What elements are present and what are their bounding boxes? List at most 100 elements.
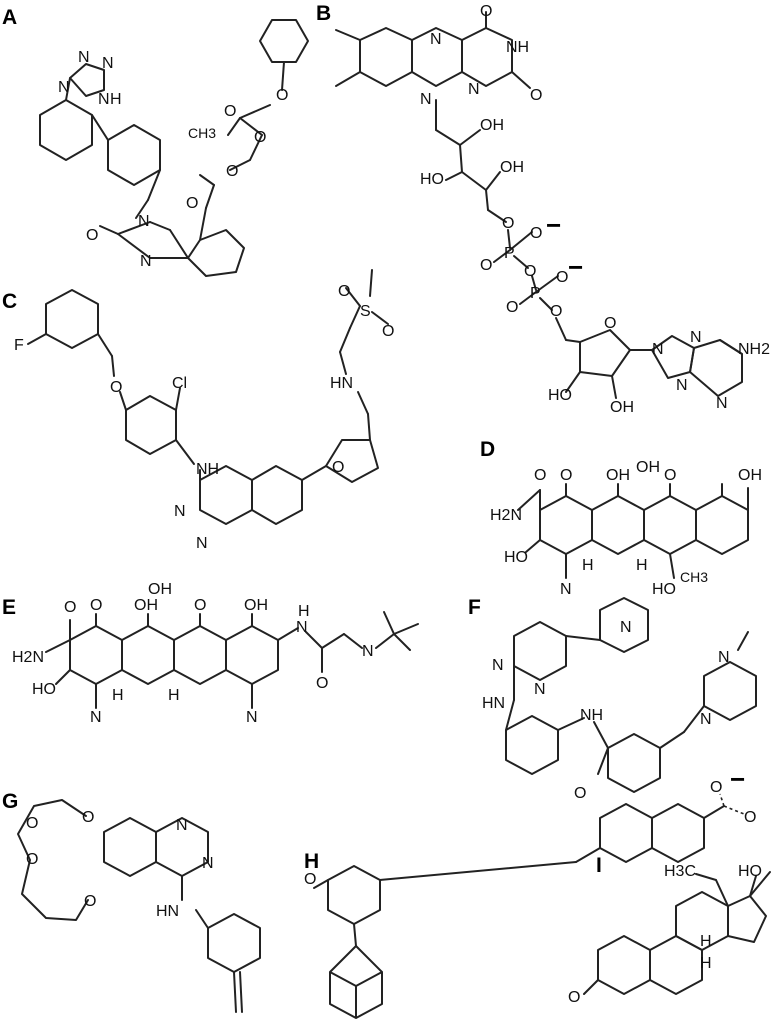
atom-label: N: [176, 817, 188, 834]
atom-label: OH: [500, 159, 524, 176]
atom-label: O: [524, 263, 536, 280]
atom-label: N: [202, 855, 214, 872]
atom-label: O: [338, 283, 350, 300]
charge-label: −: [546, 210, 561, 240]
atom-label: OH: [134, 597, 158, 614]
atom-label: O: [82, 809, 94, 826]
atom-label: O: [64, 599, 76, 616]
panel-c-label: C: [2, 290, 17, 313]
atom-label: O: [316, 675, 328, 692]
panel-b-label: B: [316, 2, 331, 25]
atom-label: H2N: [12, 649, 44, 666]
atom-label: N: [620, 619, 632, 636]
atom-label: N: [174, 503, 186, 520]
atom-label: N: [676, 377, 688, 394]
atom-label: N: [718, 649, 730, 666]
atom-label: O: [710, 779, 722, 796]
atom-label: O: [568, 989, 580, 1006]
atom-label: HN: [482, 695, 505, 712]
atom-label: H: [582, 557, 594, 574]
atom-label: HO: [738, 863, 762, 880]
atom-label: OH: [738, 467, 762, 484]
atom-label: S: [360, 303, 371, 320]
atom-label: N: [296, 619, 308, 636]
atom-label: N: [140, 253, 152, 270]
atom-label: O: [86, 227, 98, 244]
atom-label: OH: [244, 597, 268, 614]
atom-label: O: [480, 3, 492, 20]
panel-f-label: F: [468, 596, 481, 619]
atom-label: N: [560, 581, 572, 598]
atom-label: F: [14, 337, 24, 354]
atom-label: N: [492, 657, 504, 674]
panel-g-label: G: [2, 790, 18, 813]
atom-label: NH2: [738, 341, 770, 358]
panel-b-structure: B: [316, 2, 770, 416]
atom-label: O: [226, 163, 238, 180]
atom-label: NH: [580, 707, 603, 724]
panel-i-structure: I H3C HO H H O: [568, 854, 771, 1006]
panel-e-label: E: [2, 596, 16, 619]
atom-label: O: [744, 809, 756, 826]
charge-label: −: [568, 252, 583, 282]
atom-label: NH: [196, 461, 219, 478]
panel-e-structure: E O O OH OH O OH H2N HO H H N N N: [2, 581, 419, 726]
atom-label: O: [90, 597, 102, 614]
panel-a-label: A: [2, 6, 17, 29]
atom-label: O: [382, 323, 394, 340]
atom-label: O: [664, 467, 676, 484]
atom-label: H: [112, 687, 124, 704]
panel-a-structure: A N N N N H O O O: [2, 6, 309, 277]
atom-label: H: [700, 955, 712, 972]
atom-label: O: [276, 87, 288, 104]
atom-label: O: [556, 269, 568, 286]
atom-label: HO: [420, 171, 444, 188]
panel-f-structure: F N N N N N HN NH O: [468, 596, 757, 802]
atom-label: P: [530, 285, 541, 302]
panel-h-label: H: [304, 850, 319, 873]
panel-h-structure: H O O O −: [304, 764, 756, 1019]
atom-label: H: [636, 557, 648, 574]
atom-label: N: [98, 91, 110, 108]
atom-label: N: [652, 341, 664, 358]
atom-label: N: [534, 681, 546, 698]
atom-label: N: [700, 711, 712, 728]
atom-label: O: [194, 597, 206, 614]
panel-g-structure: G O O O O N N HN: [2, 790, 261, 1013]
atom-label: O: [574, 785, 586, 802]
atom-label: OH: [480, 117, 504, 134]
panel-c-structure: C O S O HN F Cl O NH O N: [2, 269, 394, 552]
atom-label: O: [110, 379, 122, 396]
panel-i-label: I: [596, 854, 602, 877]
atom-label: CH3: [188, 125, 216, 141]
atom-label: P: [504, 245, 515, 262]
charge-label: −: [730, 764, 745, 794]
atom-label: HN: [156, 903, 179, 920]
atom-label: OH: [636, 459, 660, 476]
atom-label: N: [420, 91, 432, 108]
atom-label: O: [26, 815, 38, 832]
atom-label: O: [502, 215, 514, 232]
atom-label: O: [186, 195, 198, 212]
atom-label: H: [110, 91, 122, 108]
atom-label: O: [560, 467, 572, 484]
panel-d-label: D: [480, 438, 495, 461]
atom-label: O: [84, 893, 96, 910]
atom-label: N: [196, 535, 208, 552]
atom-label: O: [332, 459, 344, 476]
atom-label: HO: [504, 549, 528, 566]
atom-label: HO: [32, 681, 56, 698]
atom-label: N: [102, 55, 114, 72]
atom-label: N: [362, 643, 374, 660]
atom-label: O: [530, 87, 542, 104]
atom-label: H: [168, 687, 180, 704]
atom-label: N: [690, 329, 702, 346]
atom-label: H: [700, 933, 712, 950]
atom-label: O: [530, 225, 542, 242]
atom-label: N: [468, 81, 480, 98]
atom-label: N: [716, 395, 728, 412]
atom-label: H2N: [490, 507, 522, 524]
atom-label: HO: [652, 581, 676, 598]
panel-d-structure: D O O OH OH O OH H2N HO H H HO CH3 N: [480, 438, 762, 598]
atom-label: N: [78, 49, 90, 66]
